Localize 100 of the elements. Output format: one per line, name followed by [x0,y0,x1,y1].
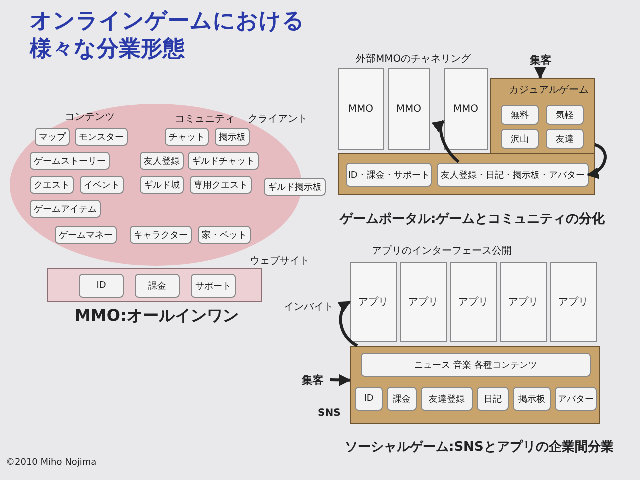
feature-box [346,163,432,187]
node-text: アバター [558,394,594,406]
app-column [350,262,397,342]
feature-box [546,129,584,149]
section-heading: アプリのインターフェース公開 [372,244,512,258]
feature-box [130,226,192,244]
caption: ゲームポータル:ゲームとコミュニティの分化 [340,211,606,228]
feature-box [165,128,209,146]
feature-box [190,176,252,194]
node-text: 家・ペット [202,230,247,242]
node-text: ギルドチャット [192,156,255,168]
feature-box [355,387,383,411]
arrow [534,67,546,80]
node-text: キャラクター [134,230,188,242]
feature-box [555,387,597,411]
edge-label: インバイト [283,300,335,314]
node-text: モンスター [79,132,124,144]
side-label: SNS [318,408,341,419]
feature-box [35,128,70,146]
title: オンラインゲームにおける様々な分業形態 [30,8,305,64]
node-text: 友達登録 [429,394,465,406]
feature-box [140,152,184,170]
side-label: ウェブサイト [250,254,310,268]
feature-box [421,387,473,411]
app-column [500,262,547,342]
node-text: サポート [196,280,232,292]
node-text: ID [96,281,106,291]
section-heading: 外部MMOのチャネリング [356,52,472,66]
app-column [400,262,447,342]
arrow [338,300,358,348]
side-label: クライアント [248,113,308,126]
node-text: 専用クエスト [194,180,248,192]
feature-box [513,387,551,411]
app-column [450,262,497,342]
arrow [432,120,460,164]
node-text: 気軽 [556,110,574,122]
arrow [330,374,352,386]
feature-box [215,128,250,146]
node-text: MMO [348,104,374,114]
node-text: MMO [453,104,479,114]
node-text: アプリ [408,296,438,309]
feature-box [198,226,251,244]
node-text: ギルド城 [144,180,180,192]
feature-box [501,129,539,149]
node-text: アプリ [558,296,588,309]
node-text: コンテンツ [65,111,115,124]
casual-game-panel [490,78,595,154]
node-text: クエスト [34,180,70,192]
node-text: ゲームマネー [59,230,113,242]
node-text: ID・課金・サポート [348,170,430,182]
node-text: 課金 [148,280,166,292]
node-text: 集客 [302,372,324,388]
feature-box [361,353,591,377]
node-text: 日記 [484,394,502,406]
node-text: チャット [169,132,205,144]
copyright-note: ©2010 Miho Nojima [6,458,97,468]
caption: MMO:オールインワン [75,306,239,327]
feature-box [79,274,124,298]
feature-box [30,176,74,194]
game-column [444,68,488,150]
feature-box [264,178,326,196]
feature-box [30,152,110,170]
feature-box [477,387,509,411]
node-text: コミュニティ [175,113,235,126]
node-text: 集客 [530,52,552,68]
node-text: 友人登録 [144,156,180,168]
service-bar [350,346,600,424]
node-text: ゲームアイテム [34,204,97,216]
node-text: 無料 [511,110,529,122]
feature-box [30,200,101,218]
node-text: 掲示板 [518,394,546,406]
node-text: イベント [84,180,120,192]
node-text: 掲示板 [219,132,246,144]
node-text: アプリ [508,296,538,309]
node-text: MMO [396,104,422,114]
feature-box [188,152,259,170]
feature-box [55,226,117,244]
node-text: ニュース 音楽 各種コンテンツ [414,360,538,372]
node-text: カジュアルゲーム [509,84,589,97]
node-text: 課金 [393,394,411,406]
feature-box [140,176,184,194]
feature-box [135,274,180,298]
node-text: ID [364,394,374,404]
node-text: アプリ [458,296,488,309]
feature-box [437,163,589,187]
node-text: マップ [39,131,66,144]
service-bar [47,268,262,302]
caption: ソーシャルゲーム:SNSとアプリの企業間分業 [345,438,614,456]
app-column [550,262,597,342]
feature-box [80,176,124,194]
feature-box [387,387,417,411]
game-column [388,68,430,150]
feature-box [546,105,584,125]
game-column [338,68,384,150]
node-text: 沢山 [511,134,529,146]
node-text: アプリ [358,296,388,309]
feature-box [191,274,236,298]
feature-box [501,105,539,125]
node-text: 友達 [556,134,574,146]
node-text: ゲームストーリー [34,156,106,168]
